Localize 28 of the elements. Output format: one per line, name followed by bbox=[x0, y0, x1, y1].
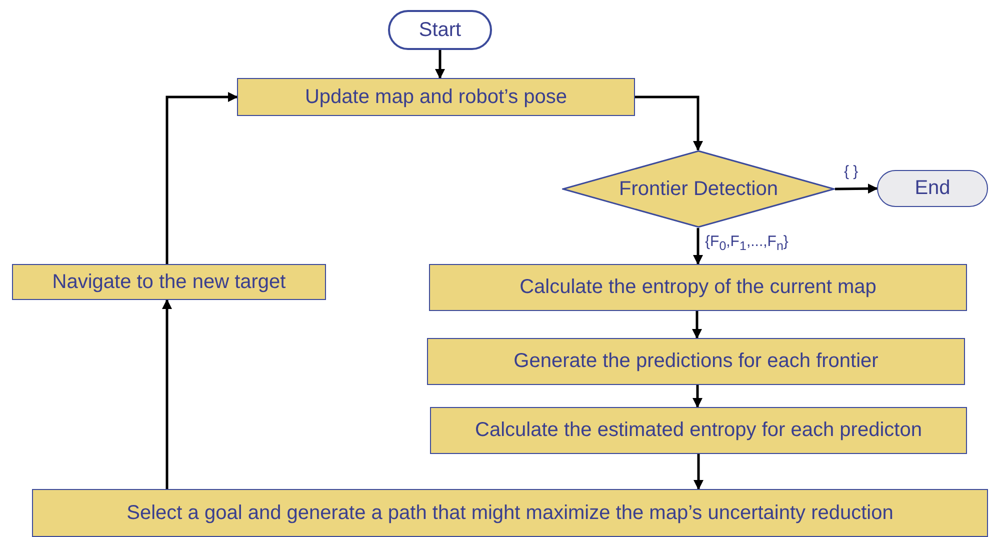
arrow bbox=[435, 50, 445, 79]
arrow bbox=[162, 299, 172, 489]
process-box bbox=[430, 407, 967, 454]
node-label: Navigate to the new target bbox=[52, 270, 286, 294]
node-label: Calculate the entropy of the current map bbox=[520, 276, 876, 299]
start-terminal bbox=[388, 10, 492, 50]
node-label: Select a goal and generate a path that might maximize the map’s uncertainty reduction bbox=[126, 502, 894, 524]
edge-label: {F$_{0}$,F$_{1}$,...,F$_{n}$} bbox=[704, 233, 790, 253]
arrow bbox=[834, 184, 878, 194]
node-label: Start bbox=[418, 18, 462, 42]
node-label: Frontier Detection bbox=[619, 178, 778, 200]
node-label: Update map and robot’s pose bbox=[304, 86, 568, 108]
process-box bbox=[12, 264, 326, 300]
arrow bbox=[166, 92, 238, 264]
process-box bbox=[237, 78, 635, 116]
node-label: Generate the predictions for each frontier bbox=[514, 350, 878, 373]
process-box bbox=[427, 338, 965, 385]
process-box bbox=[32, 489, 988, 537]
arrow bbox=[693, 228, 703, 265]
arrow bbox=[635, 96, 703, 151]
node-label: Calculate the estimated entropy for each predicton bbox=[475, 419, 922, 442]
arrow bbox=[694, 454, 704, 490]
arrow bbox=[692, 311, 702, 339]
process-box bbox=[429, 264, 967, 311]
end-terminal bbox=[877, 170, 988, 207]
edge-label: { } bbox=[843, 163, 860, 180]
node-label: End bbox=[914, 177, 950, 200]
arrow bbox=[692, 385, 702, 408]
